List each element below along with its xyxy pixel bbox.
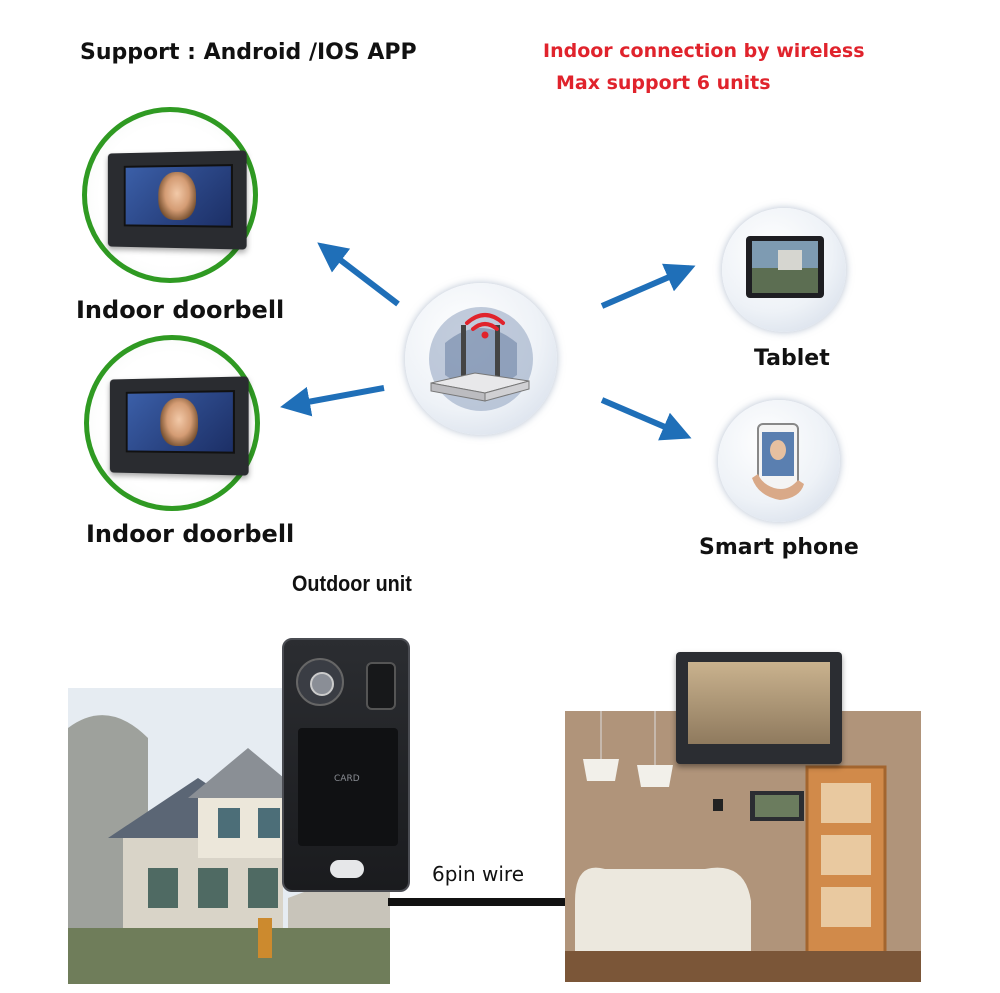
room-monitor-screen bbox=[688, 662, 830, 744]
outdoor-unit-panel: CARD bbox=[282, 638, 410, 892]
support-text: Support : Android /IOS APP bbox=[80, 40, 417, 65]
wire-label: 6pin wire bbox=[432, 862, 525, 886]
room-indoor-monitor bbox=[676, 652, 842, 764]
router-bubble bbox=[405, 283, 557, 435]
indoor-doorbell-top-ring bbox=[82, 107, 258, 283]
wireless-arrows bbox=[280, 242, 696, 441]
arrow-to-indoor-top bbox=[317, 242, 400, 307]
router-icon bbox=[429, 307, 533, 411]
phone-bubble bbox=[718, 400, 840, 522]
call-button[interactable] bbox=[330, 860, 364, 878]
card-label: CARD bbox=[334, 774, 360, 784]
keypad-area: CARD bbox=[298, 728, 398, 846]
arrow-to-tablet bbox=[600, 263, 696, 309]
tablet-label: Tablet bbox=[754, 346, 830, 371]
smartphone-icon bbox=[752, 423, 804, 500]
indoor-doorbell-top-label: Indoor doorbell bbox=[76, 296, 285, 324]
living-room-illustration bbox=[565, 711, 921, 982]
camera-icon bbox=[296, 658, 344, 706]
tablet-icon bbox=[746, 236, 824, 298]
tablet-bubble bbox=[722, 208, 846, 332]
indoor-doorbell-bottom-ring bbox=[84, 335, 260, 511]
arrow-to-indoor-bottom bbox=[280, 385, 385, 417]
outdoor-unit-title: Outdoor unit bbox=[292, 571, 412, 596]
max-units-text: Max support 6 units bbox=[556, 72, 771, 94]
arrow-to-phone bbox=[600, 397, 692, 441]
six-pin-wire bbox=[388, 898, 568, 906]
fingerprint-icon bbox=[366, 662, 396, 710]
smartphone-label: Smart phone bbox=[699, 535, 859, 560]
indoor-doorbell-bottom-label: Indoor doorbell bbox=[86, 520, 295, 548]
wireless-connection-text: Indoor connection by wireless bbox=[543, 40, 865, 62]
